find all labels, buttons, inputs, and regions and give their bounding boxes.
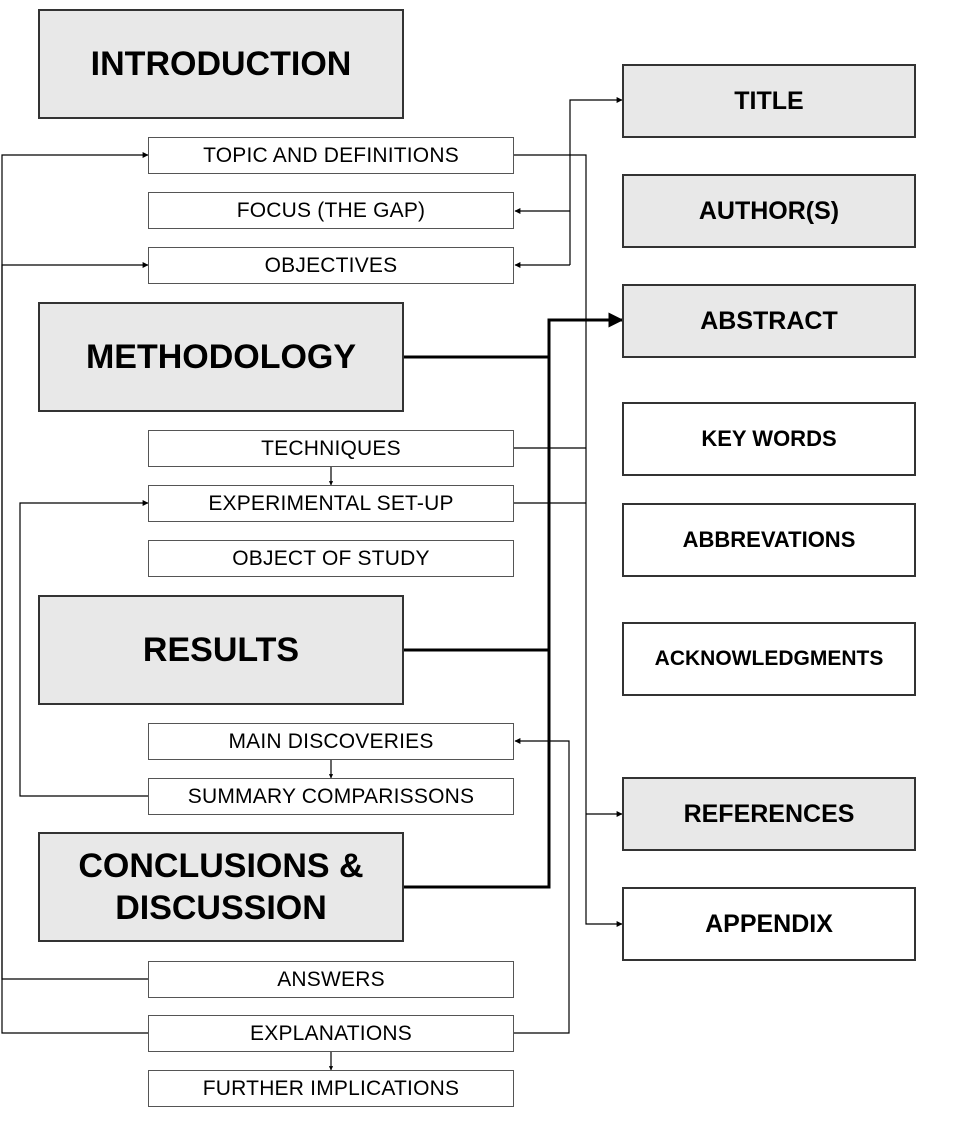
topic-definitions-box: TOPIC AND DEFINITIONS [148,137,514,174]
experimental-setup-box: EXPERIMENTAL SET-UP [148,485,514,522]
title-branch-connector [569,97,623,265]
key-words-box: KEY WORDS [622,402,916,476]
summary-comparissons-box: SUMMARY COMPARISSONS [148,778,514,815]
conclusions-to-abstract-connector [404,312,624,889]
techniques-box: TECHNIQUES [148,430,514,467]
explanations-box: EXPLANATIONS [148,1015,514,1052]
answers-box: ANSWERS [148,961,514,998]
appendix-box: APPENDIX [622,887,916,961]
conclusions-section: CONCLUSIONS & DISCUSSION [38,832,404,942]
focus-gap-box: FOCUS (THE GAP) [148,192,514,229]
references-box: REFERENCES [622,777,916,851]
authors-box: AUTHOR(S) [622,174,916,248]
main-discoveries-box: MAIN DISCOVERIES [148,723,514,760]
introduction-section: INTRODUCTION [38,9,404,119]
abstract-box: ABSTRACT [622,284,916,358]
explanations-to-discoveries-connector [514,738,570,1034]
object-of-study-box: OBJECT OF STUDY [148,540,514,577]
objectives-box: OBJECTIVES [148,247,514,284]
comparisons-to-setup-connector [19,500,149,797]
abbrevations-box: ABBREVATIONS [622,503,916,577]
acknowledgments-box: ACKNOWLEDGMENTS [622,622,916,696]
methodology-section: METHODOLOGY [38,302,404,412]
further-implications-box: FURTHER IMPLICATIONS [148,1070,514,1107]
results-section: RESULTS [38,595,404,705]
references-trunk-connector [514,154,623,927]
title-box: TITLE [622,64,916,138]
explanations-to-objectives-connector [1,262,149,1034]
